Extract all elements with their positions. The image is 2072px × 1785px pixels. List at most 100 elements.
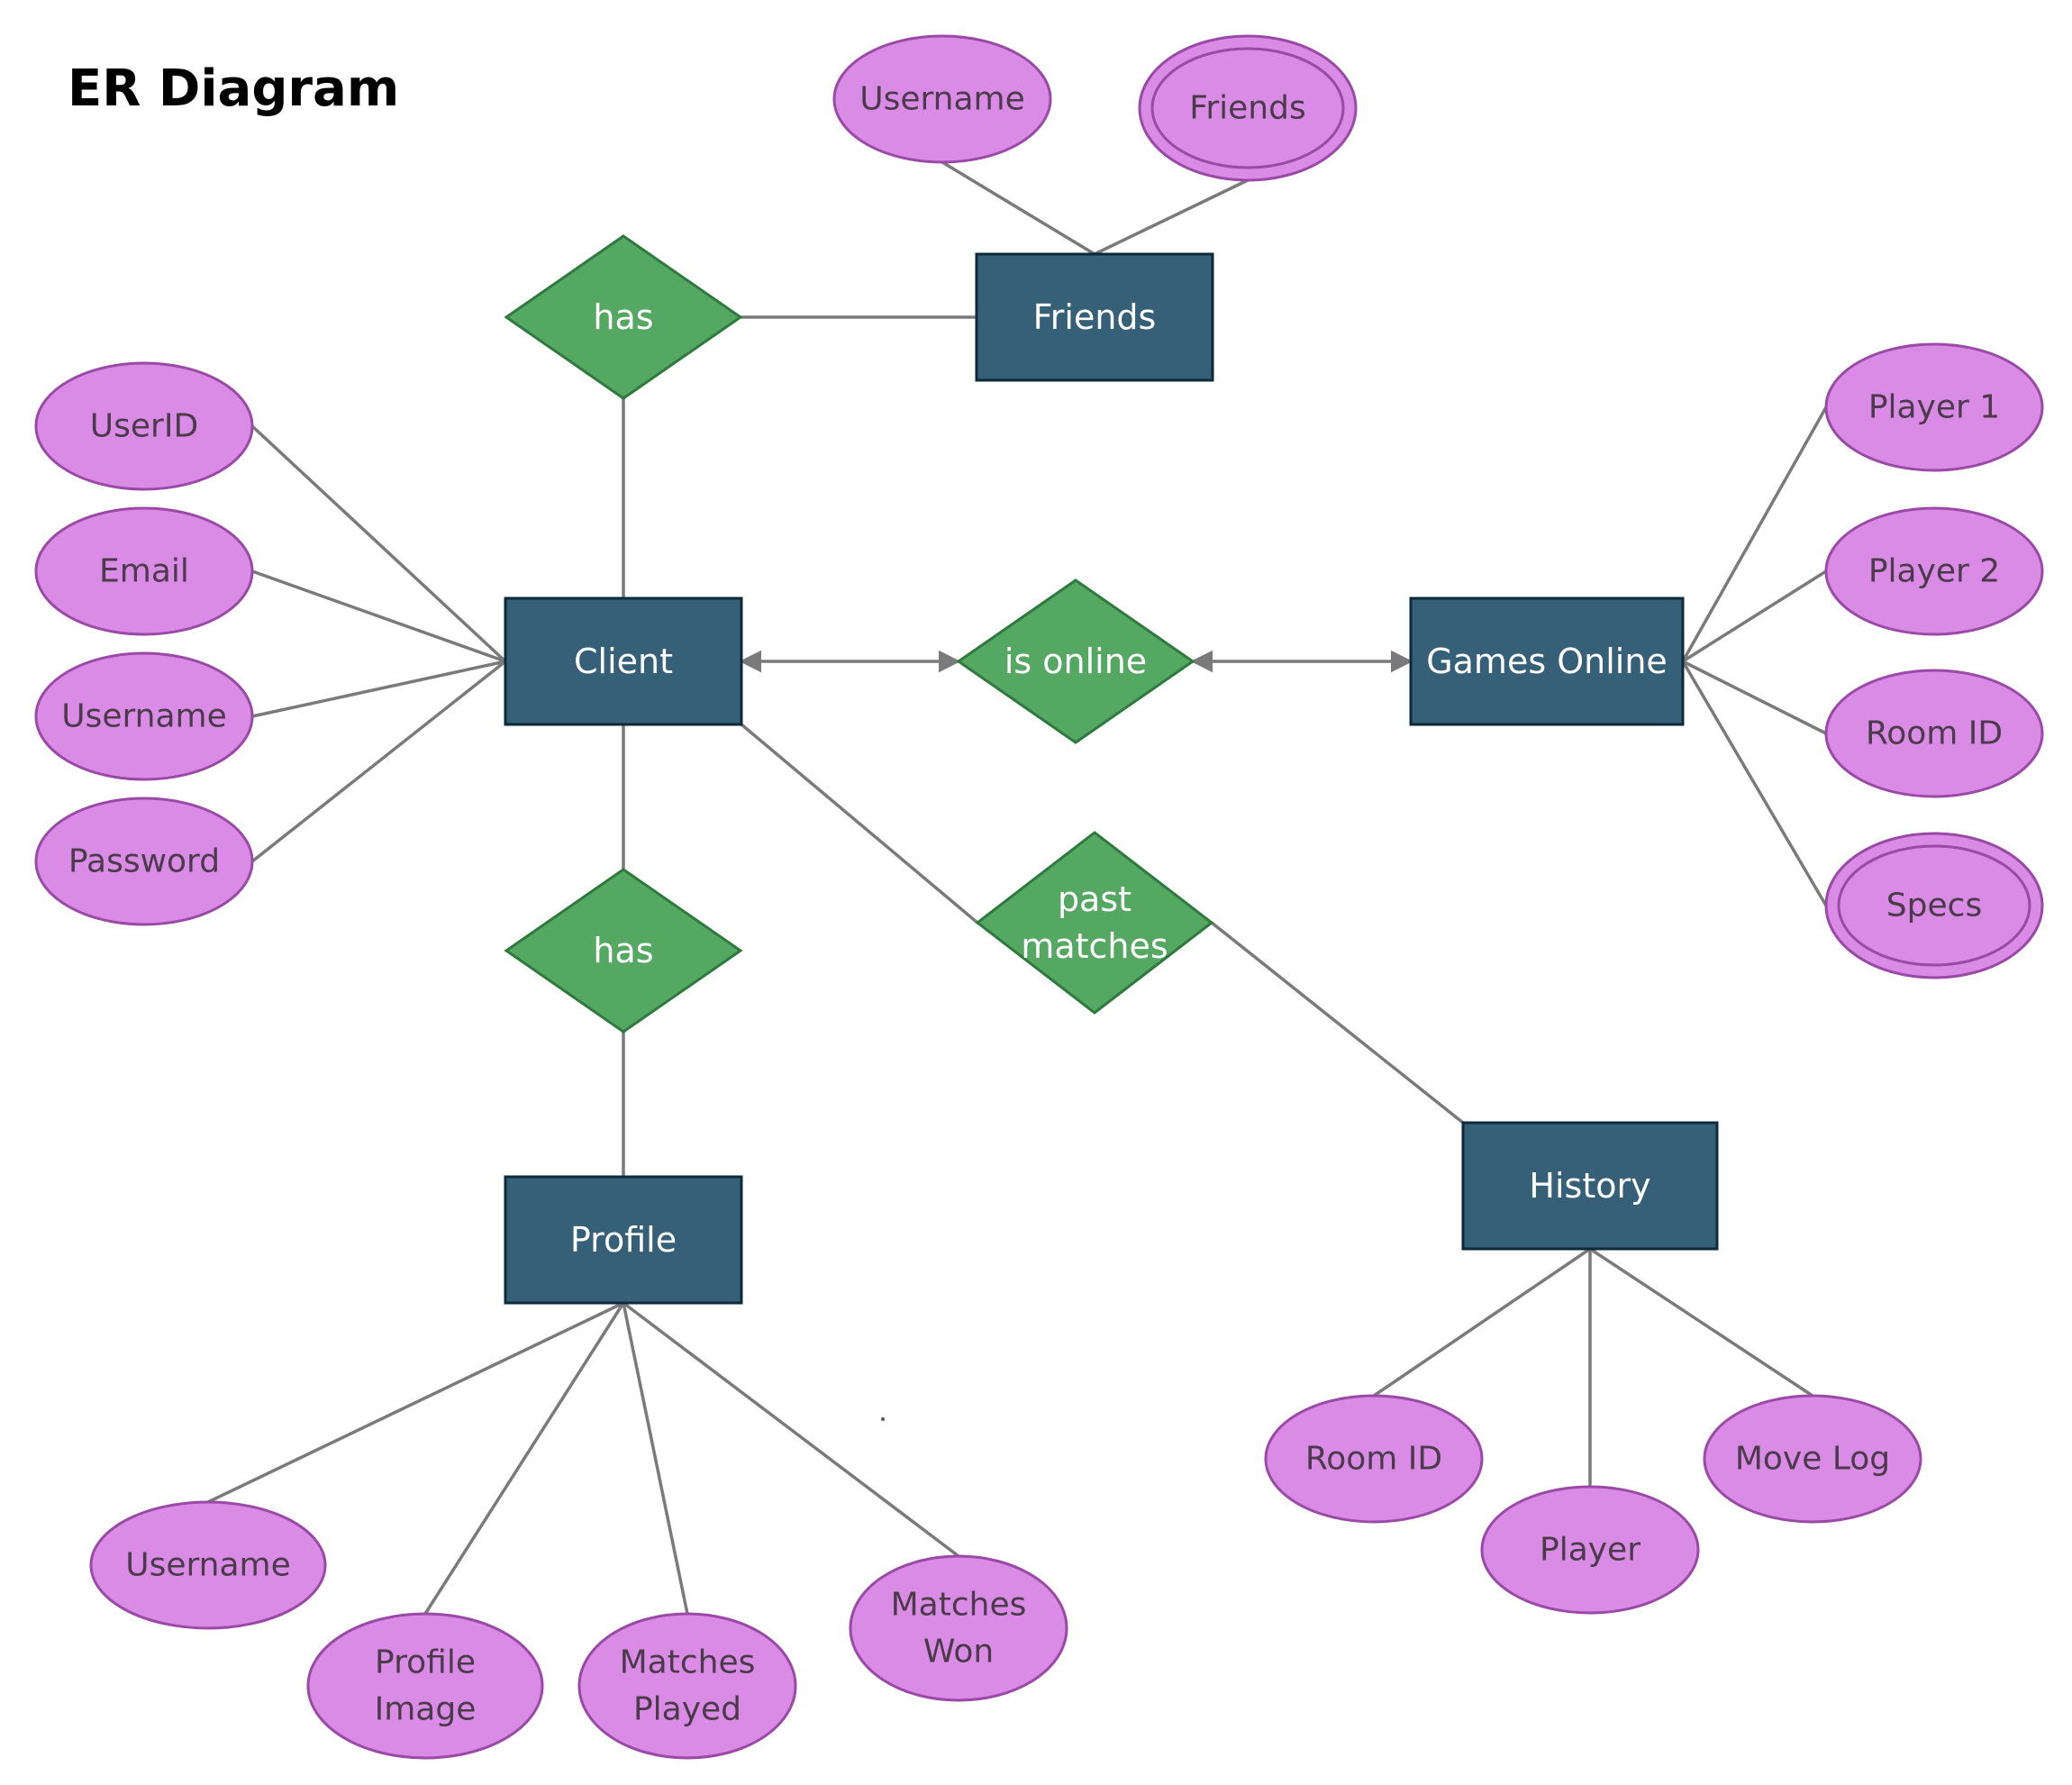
attribute-c_pass[interactable]: Password <box>34 797 254 926</box>
attribute-label: Profile <box>375 1644 476 1681</box>
entity-friends[interactable]: Friends <box>975 252 1214 382</box>
entity-client[interactable]: Client <box>504 597 743 726</box>
attribute-label: Player 2 <box>1868 553 2000 590</box>
attribute-label: Friends <box>1189 90 1305 127</box>
attribute-ellipse <box>849 1554 1068 1702</box>
entity-label: Client <box>574 642 673 681</box>
edge-profile-p_img <box>423 1302 625 1615</box>
attribute-label: Email <box>99 553 189 590</box>
entity-profile[interactable]: Profile <box>504 1175 743 1305</box>
attribute-ellipse <box>1480 1485 1700 1615</box>
attribute-ellipse <box>34 361 254 491</box>
stray-dot <box>881 1417 885 1421</box>
attribute-label: Room ID <box>1305 1441 1442 1478</box>
entity-label: Games Online <box>1426 642 1668 681</box>
attribute-label: Username <box>125 1547 291 1584</box>
edge-games-g_room <box>1682 660 1827 735</box>
attribute-g_specs[interactable]: Specs <box>1824 832 2044 979</box>
relationship-label: is online <box>1004 642 1147 681</box>
attribute-ellipse <box>1824 342 2044 472</box>
entity-box <box>504 1175 743 1305</box>
edge-games-g_specs <box>1681 660 1828 906</box>
multivalued-inner-ellipse <box>1837 844 2031 967</box>
edge-profile-p_played <box>622 1302 689 1615</box>
relationship-label: past <box>1058 879 1131 919</box>
attribute-ellipse <box>1703 1394 1922 1524</box>
attribute-ellipse <box>34 651 254 781</box>
attribute-ellipse <box>1264 1394 1484 1524</box>
edge-profile-p_won <box>622 1301 960 1558</box>
edge-history-h_room <box>1373 1247 1591 1398</box>
relationship-has2[interactable]: has <box>504 868 743 1034</box>
attribute-label: Matches <box>891 1587 1027 1624</box>
attribute-label: Matches <box>620 1644 756 1681</box>
attribute-label: Played <box>633 1691 741 1728</box>
attribute-label: Username <box>859 81 1025 118</box>
edge-friends-f_friends <box>1094 178 1249 256</box>
attribute-ellipse <box>832 34 1052 164</box>
edge-client-past <box>740 723 979 924</box>
entity-label: History <box>1529 1166 1650 1206</box>
attribute-f_user[interactable]: Username <box>832 34 1052 164</box>
attribute-p_user[interactable]: Username <box>89 1500 327 1630</box>
attribute-ellipse <box>34 506 254 636</box>
attribute-g_room[interactable]: Room ID <box>1824 669 2044 798</box>
attribute-ellipse <box>1824 506 2044 636</box>
relationship-diamond <box>956 578 1195 744</box>
relationship-label: has <box>593 931 653 970</box>
entity-box <box>975 252 1214 382</box>
attribute-label: UserID <box>90 408 198 445</box>
entity-box <box>1409 597 1685 726</box>
edge-client-c_user <box>251 660 506 718</box>
relationship-diamond <box>504 234 743 400</box>
entity-games[interactable]: Games Online <box>1409 597 1685 726</box>
attribute-ellipse <box>1824 832 2044 979</box>
attribute-label: Move Log <box>1735 1441 1890 1478</box>
attribute-c_userid[interactable]: UserID <box>34 361 254 491</box>
attribute-label: Room ID <box>1866 715 2003 752</box>
relationship-has1[interactable]: has <box>504 234 743 400</box>
edge-profile-p_user <box>207 1301 624 1504</box>
attribute-c_email[interactable]: Email <box>34 506 254 636</box>
attribute-label: Player 1 <box>1868 389 2000 426</box>
edge-games-g_p1 <box>1681 406 1828 662</box>
entity-history[interactable]: History <box>1461 1121 1719 1251</box>
attribute-g_p1[interactable]: Player 1 <box>1824 342 2044 472</box>
attribute-label: Password <box>68 843 220 880</box>
attribute-ellipse <box>34 797 254 926</box>
attribute-label: Username <box>61 698 227 735</box>
edge-client-c_email <box>251 569 506 663</box>
attribute-ellipse <box>89 1500 327 1630</box>
attribute-h_player[interactable]: Player <box>1480 1485 1700 1615</box>
attribute-label: Won <box>923 1634 994 1671</box>
edge-client-c_pass <box>250 660 507 863</box>
attribute-h_move[interactable]: Move Log <box>1703 1394 1922 1524</box>
attribute-ellipse <box>306 1612 544 1760</box>
attribute-ellipse <box>1824 669 2044 798</box>
relationship-diamond <box>504 868 743 1034</box>
multivalued-inner-ellipse <box>1150 47 1345 169</box>
entity-box <box>1461 1121 1719 1251</box>
entity-box <box>504 597 743 726</box>
edge-client-c_userid <box>250 424 507 663</box>
attribute-ellipse <box>1138 34 1358 182</box>
relationship-label: has <box>593 297 653 337</box>
attribute-c_user[interactable]: Username <box>34 651 254 781</box>
edge-past-history <box>1210 921 1465 1125</box>
relationship-online[interactable]: is online <box>956 578 1195 744</box>
attribute-label: Player <box>1540 1532 1640 1569</box>
relationship-label: matches <box>1021 926 1168 966</box>
attribute-g_p2[interactable]: Player 2 <box>1824 506 2044 636</box>
attribute-ellipse <box>577 1612 797 1760</box>
attribute-f_friends[interactable]: Friends <box>1138 34 1358 182</box>
attribute-h_room[interactable]: Room ID <box>1264 1394 1484 1524</box>
entity-label: Friends <box>1033 297 1157 337</box>
relationship-past[interactable]: past matches <box>975 831 1214 1015</box>
relationship-diamond <box>975 831 1214 1015</box>
edge-games-g_p2 <box>1682 569 1827 663</box>
